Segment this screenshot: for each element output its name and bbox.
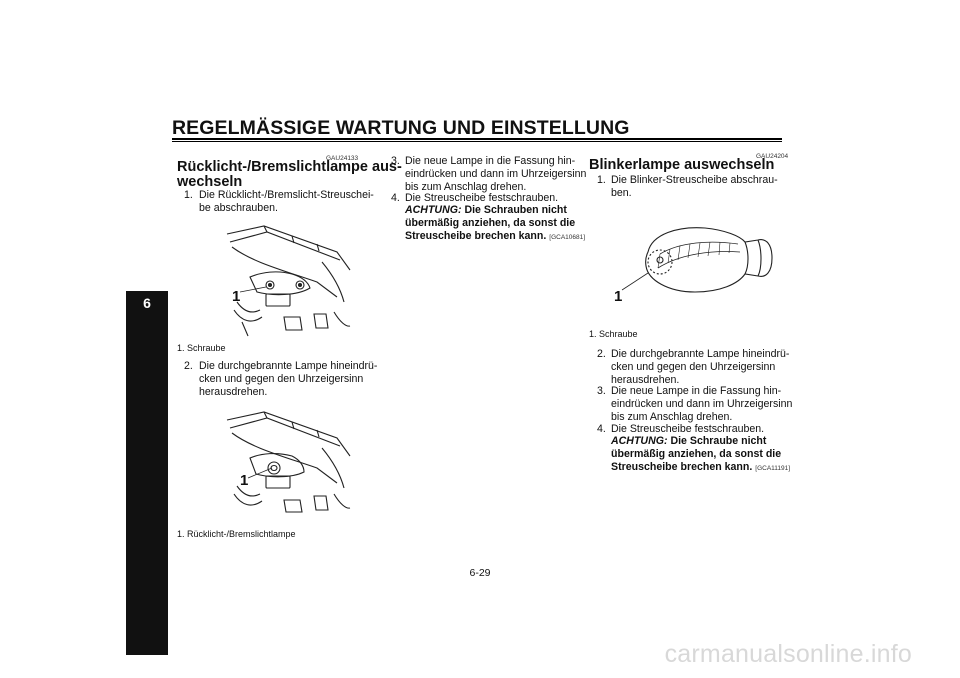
step-number: 4.	[391, 192, 400, 204]
step-text: Die Rücklicht-/Bremslicht-Streuschei-	[199, 189, 374, 201]
section-code: GAU24204	[756, 153, 789, 160]
step-number: 1.	[184, 189, 193, 201]
page-title: REGELMÄSSIGE WARTUNG UND EINSTELLUNG	[172, 117, 630, 139]
step-text: Die durchgebrannte Lampe hineindrü-	[199, 360, 378, 372]
step-text: cken und gegen den Uhrzeigersinn	[199, 373, 364, 385]
figure-callout: 1	[240, 472, 249, 489]
caution-code: [GCA10681]	[549, 234, 586, 241]
step-number: 3.	[391, 155, 400, 167]
caution-text: Die Schraube nicht	[667, 435, 767, 447]
title-rule-thin	[172, 141, 782, 142]
caution-label: ACHTUNG:	[405, 204, 462, 216]
step-text: bis zum Anschlag drehen.	[611, 411, 733, 423]
chapter-tab-number: 6	[143, 295, 151, 311]
section-code: GAU24133	[326, 155, 359, 162]
step-text: herausdrehen.	[199, 386, 268, 398]
figure-callout: 1	[232, 288, 241, 305]
step-text: eindrücken und dann im Uhrzeigersinn	[611, 398, 793, 410]
page-number: 6-29	[469, 567, 491, 579]
figure-caption: 1. Schraube	[177, 343, 226, 353]
caution-text: Die Schrauben nicht	[461, 204, 567, 216]
title-rule	[172, 138, 782, 140]
caution-code: [GCA11191]	[755, 465, 791, 472]
watermark: carmanualsonline.info	[0, 640, 960, 669]
figure-callout: 1	[614, 288, 623, 305]
step-text: Die Streuscheibe festschrauben.	[611, 423, 765, 435]
step-text: ben.	[611, 187, 632, 199]
section-heading: Blinkerlampe auswechseln	[589, 157, 775, 173]
caution-line: Streuscheibe brechen kann. [GCA11191]	[611, 461, 790, 475]
caution-text: übermäßig anziehen, da sonst die	[611, 448, 782, 460]
turn-signal-illustration	[645, 227, 773, 293]
section-heading-line1: Rücklicht-/Bremslichtlampe aus-	[177, 159, 402, 175]
caution-text: Streuscheibe brechen kann.	[611, 461, 753, 473]
caution-line: Streuscheibe brechen kann. [GCA10681]	[405, 230, 585, 244]
figure-caption: 1. Schraube	[589, 329, 638, 339]
step-text: Die durchgebrannte Lampe hineindrü-	[611, 348, 790, 360]
section-heading-line2: wechseln	[177, 174, 243, 190]
caution-text: übermäßig anziehen, da sonst die	[405, 217, 576, 229]
figure-caption: 1. Rücklicht-/Bremslichtlampe	[177, 529, 296, 539]
caution-line: ACHTUNG: Die Schrauben nicht	[405, 204, 567, 217]
caution-text: Streuscheibe brechen kann.	[405, 230, 547, 242]
step-text: Die Blinker-Streuscheibe abschrau-	[611, 174, 778, 186]
step-text: eindrücken und dann im Uhrzeigersinn	[405, 168, 587, 180]
step-number: 2.	[597, 348, 606, 360]
watermark-text: carmanualsonline.info	[664, 640, 912, 668]
step-text: Die neue Lampe in die Fassung hin-	[405, 155, 576, 167]
callout-line	[247, 467, 273, 479]
taillight-illustration	[226, 225, 351, 337]
step-text: Die neue Lampe in die Fassung hin-	[611, 385, 782, 397]
step-text: bis zum Anschlag drehen.	[405, 181, 527, 193]
step-text: cken und gegen den Uhrzeigersinn	[611, 361, 776, 373]
step-number: 3.	[597, 385, 606, 397]
step-text: Die Streuscheibe festschrauben.	[405, 192, 559, 204]
step-text: be abschrauben.	[199, 202, 278, 214]
chapter-tab	[126, 291, 168, 655]
step-number: 4.	[597, 423, 606, 435]
step-number: 1.	[597, 174, 606, 186]
callout-line	[621, 272, 649, 291]
callout-line	[239, 286, 267, 293]
step-text: herausdrehen.	[611, 374, 680, 386]
caution-label: ACHTUNG:	[611, 435, 668, 447]
caution-line: ACHTUNG: Die Schraube nicht	[611, 435, 766, 448]
step-number: 2.	[184, 360, 193, 372]
bulb-illustration	[226, 411, 351, 513]
